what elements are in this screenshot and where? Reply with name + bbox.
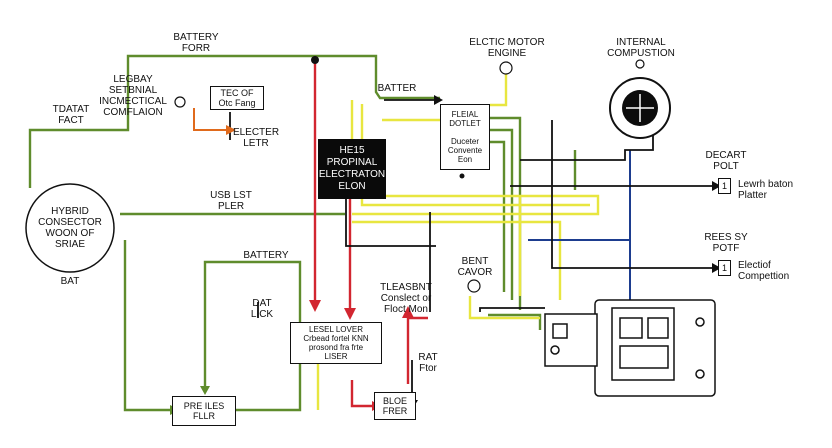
red-wire-lower xyxy=(350,380,372,408)
internal-combustion-motor xyxy=(609,59,671,139)
yellow-wire-motor xyxy=(490,72,508,107)
hybrid-label: HYBRID CONSECTOR WOON OF SRIAE xyxy=(38,206,102,250)
bent-label: BENT CAVOR xyxy=(457,256,493,278)
yellow-wire-batter2 xyxy=(360,104,590,207)
green-wire-battery-mid xyxy=(203,260,302,412)
tleasbnt-label: TLEASBNT Conslect or Floct Mon xyxy=(380,282,432,315)
batter-label: BATTER xyxy=(377,83,417,94)
sensor-symbol-left xyxy=(174,96,186,108)
red-arrow-4 xyxy=(402,306,414,318)
electer-label: ELECTER LETR xyxy=(232,127,280,149)
lesel-lover-box: LESEL LOVER Crbead fortel KNN prosond fr… xyxy=(290,322,382,364)
green-wire-left-down xyxy=(123,240,170,412)
bent-symbol xyxy=(467,279,481,293)
orange-wire xyxy=(193,108,228,131)
pre-iles-box: PRE ILES FLLR xyxy=(172,396,236,426)
black-arrow-port2 xyxy=(712,263,721,273)
rees-label: REES SY POTF xyxy=(704,232,748,254)
yellow-wire-low xyxy=(468,296,540,320)
tatat-label: TDATAT FACT xyxy=(52,104,90,126)
legacy-label: LEGBAY SETBNIAL INCMECTICAL COMFLAION xyxy=(99,74,167,118)
green-wire-lower-right xyxy=(488,313,542,330)
internal-combustion-label: INTERNAL COMPUSTION xyxy=(607,37,675,59)
fleial-dotlet-box: FLEIAL DOTLET Duceter Convente Eon xyxy=(440,104,490,170)
port1-label: Lewrh baton Platter xyxy=(738,179,794,201)
battery-mid-label: BATTERY xyxy=(243,250,289,261)
rat-label: RAT Ftor xyxy=(418,352,438,374)
junction-dot-2 xyxy=(459,173,465,179)
junction-dot xyxy=(311,56,319,64)
port2-number: 1 xyxy=(718,260,731,276)
electric-motor-label: ELCTIC MOTOR ENGINE xyxy=(469,37,545,59)
propinal-electraton-box: HE15 PROPINAL ELECTRATON ELON xyxy=(318,139,386,199)
machine-block xyxy=(544,299,716,397)
green-wire-right-box3 xyxy=(490,140,506,292)
red-wire-rat xyxy=(406,316,428,384)
electric-motor-symbol xyxy=(499,61,513,75)
green-wire-tatat xyxy=(28,103,130,188)
usb-label: USB LST PLER xyxy=(210,190,252,212)
battery-top-label: BATTERY FORR xyxy=(173,32,219,54)
orange-arrow xyxy=(226,125,236,135)
black-arrow-port1 xyxy=(712,181,721,191)
tec-box: TEC OF Otc Fang xyxy=(210,86,264,110)
decart-label: DECART POLT xyxy=(705,150,747,172)
black-arrow-batter xyxy=(434,95,443,105)
bloe-frer-box: BLOE FRER xyxy=(374,392,416,420)
green-wire-top xyxy=(126,54,440,103)
green-arrow-2 xyxy=(200,386,210,395)
black-wire-lower-black xyxy=(479,307,545,312)
hybrid-circle xyxy=(25,183,115,273)
red-arrow-2 xyxy=(344,308,356,320)
bat-label: BAT xyxy=(60,276,80,287)
green-wire-right-box2 xyxy=(490,128,514,300)
black-wire-box xyxy=(345,196,436,247)
black-wire-port2 xyxy=(551,120,718,269)
yellow-wire-long xyxy=(352,220,562,300)
port2-label: Electiof Compettion xyxy=(738,260,790,282)
red-arrow-1 xyxy=(309,300,321,312)
port1-number: 1 xyxy=(718,178,731,194)
dat-label: DAT LICK xyxy=(250,298,274,320)
